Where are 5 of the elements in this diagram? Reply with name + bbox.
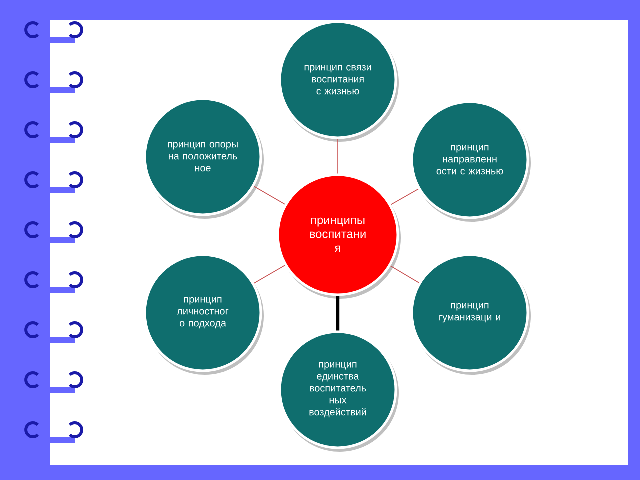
connector-line	[336, 296, 340, 331]
connector-line	[390, 188, 419, 206]
connector-line	[254, 265, 286, 284]
connector-line	[390, 266, 420, 284]
connector-line	[254, 186, 286, 205]
